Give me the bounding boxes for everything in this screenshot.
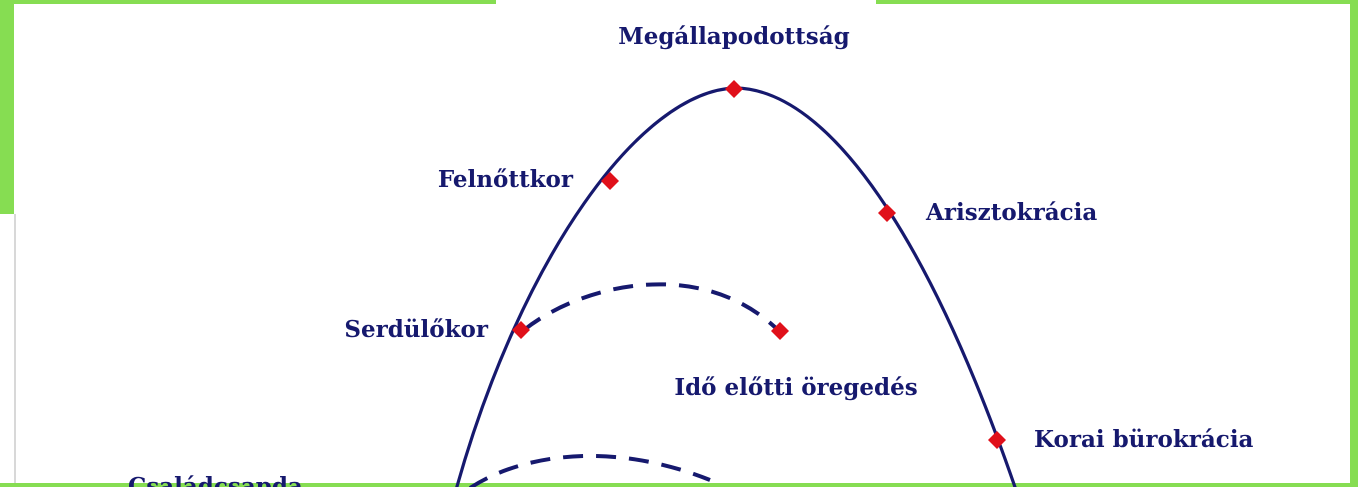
label-early-bureaucracy: Korai bürokrácia [1034, 426, 1254, 453]
premature-aging-dashed-curve [522, 282, 780, 332]
frame-border-left [0, 0, 14, 214]
frame-divider-left [14, 214, 16, 483]
lower-dashed-curve [468, 453, 711, 487]
label-adulthood: Felnőttkor [438, 166, 574, 193]
label-cutoff: Családcsapda [128, 473, 303, 487]
label-premature-aging: Idő előtti öregedés [674, 374, 917, 401]
frame-border-right [1350, 0, 1358, 487]
frame-border-top-left [0, 0, 496, 4]
point-premature-aging [771, 322, 789, 340]
point-adulthood [601, 172, 619, 190]
label-aristocracy: Arisztokrácia [925, 199, 1097, 226]
frame-border-bottom [0, 483, 1358, 487]
point-aristocracy [878, 204, 896, 222]
point-adolescence [512, 321, 530, 339]
label-adolescence: Serdülőkor [344, 316, 489, 343]
point-stability [725, 80, 743, 98]
label-stability: Megállapodottság [618, 23, 849, 50]
main-lifecycle-curve [455, 86, 1017, 487]
point-early-bureaucracy [988, 431, 1006, 449]
frame-border-top-right [876, 0, 1358, 4]
